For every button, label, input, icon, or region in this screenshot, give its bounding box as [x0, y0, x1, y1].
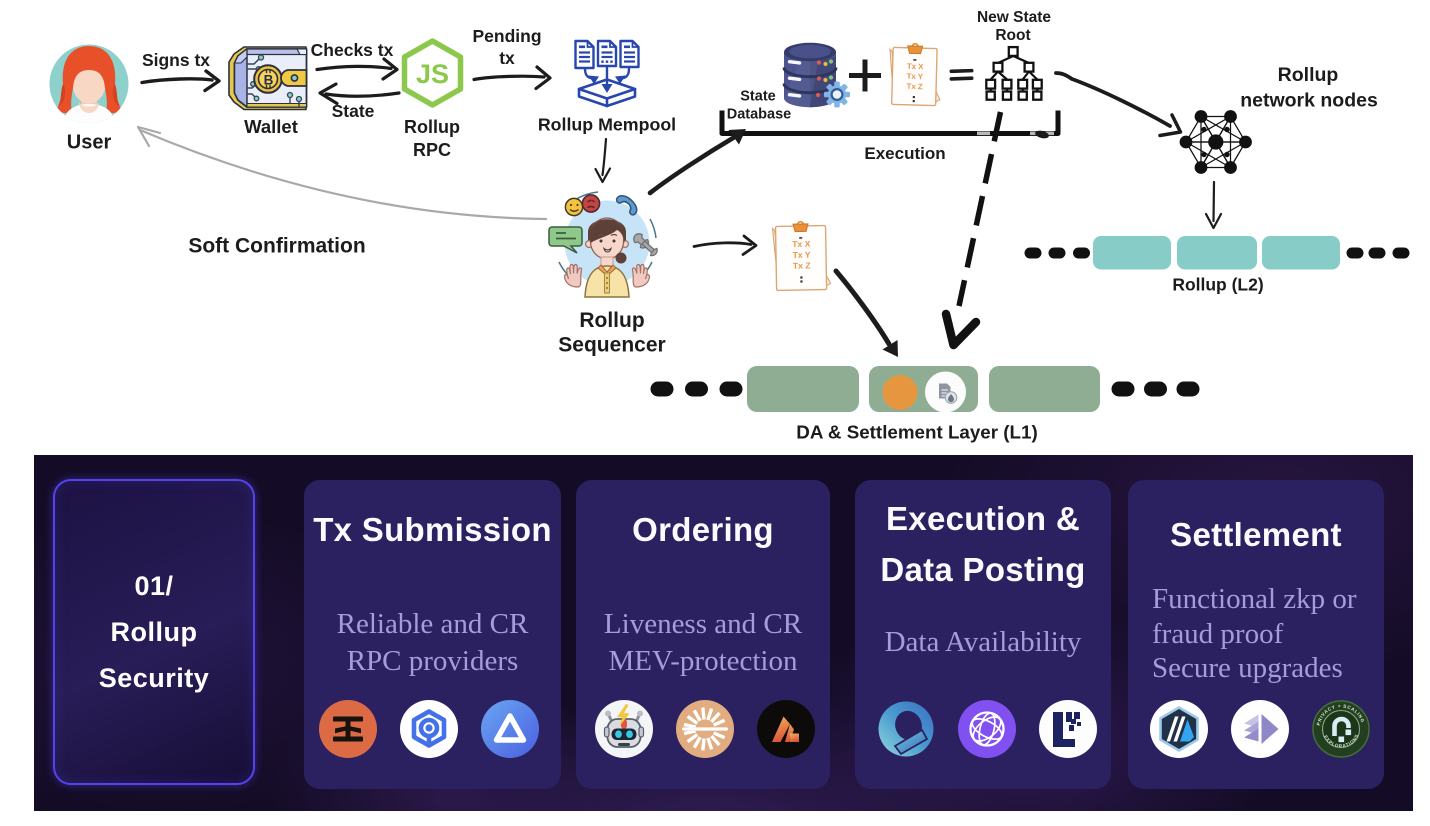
- svg-text:Tx X: Tx X: [792, 239, 811, 249]
- svg-text:Rollup Mempool: Rollup Mempool: [538, 115, 676, 135]
- svg-text:DA & Settlement Layer (L1): DA & Settlement Layer (L1): [796, 422, 1037, 443]
- svg-text:Database: Database: [727, 107, 791, 123]
- svg-text:Tx Y: Tx Y: [907, 72, 924, 81]
- svg-text:Tx Z: Tx Z: [907, 82, 923, 91]
- svg-text:RPC: RPC: [413, 140, 451, 160]
- svg-text:tx: tx: [499, 48, 515, 68]
- svg-text:JS: JS: [416, 59, 449, 89]
- svg-text:Checks tx: Checks tx: [311, 40, 394, 60]
- svg-text:Sequencer: Sequencer: [558, 334, 665, 357]
- svg-text:Soft Confirmation: Soft Confirmation: [188, 235, 365, 258]
- svg-text:State: State: [332, 101, 375, 121]
- svg-text:Tx X: Tx X: [907, 62, 924, 71]
- svg-text:State: State: [740, 89, 775, 105]
- svg-text:User: User: [67, 132, 112, 154]
- svg-text:Rollup: Rollup: [1278, 64, 1339, 86]
- svg-text:Tx Y: Tx Y: [792, 250, 810, 260]
- svg-text:Execution: Execution: [864, 144, 945, 163]
- svg-text:network nodes: network nodes: [1240, 90, 1378, 112]
- svg-text:Rollup (L2): Rollup (L2): [1172, 275, 1263, 295]
- svg-text:Wallet: Wallet: [244, 116, 298, 137]
- svg-text:B: B: [264, 73, 274, 88]
- svg-text:Root: Root: [995, 27, 1030, 44]
- svg-text:Tx Z: Tx Z: [793, 260, 811, 270]
- svg-text:Pending: Pending: [472, 26, 541, 46]
- svg-text:Signs tx: Signs tx: [142, 50, 210, 70]
- svg-text:New State: New State: [977, 9, 1051, 26]
- svg-text:Rollup: Rollup: [579, 309, 644, 332]
- svg-text:Rollup: Rollup: [404, 117, 460, 137]
